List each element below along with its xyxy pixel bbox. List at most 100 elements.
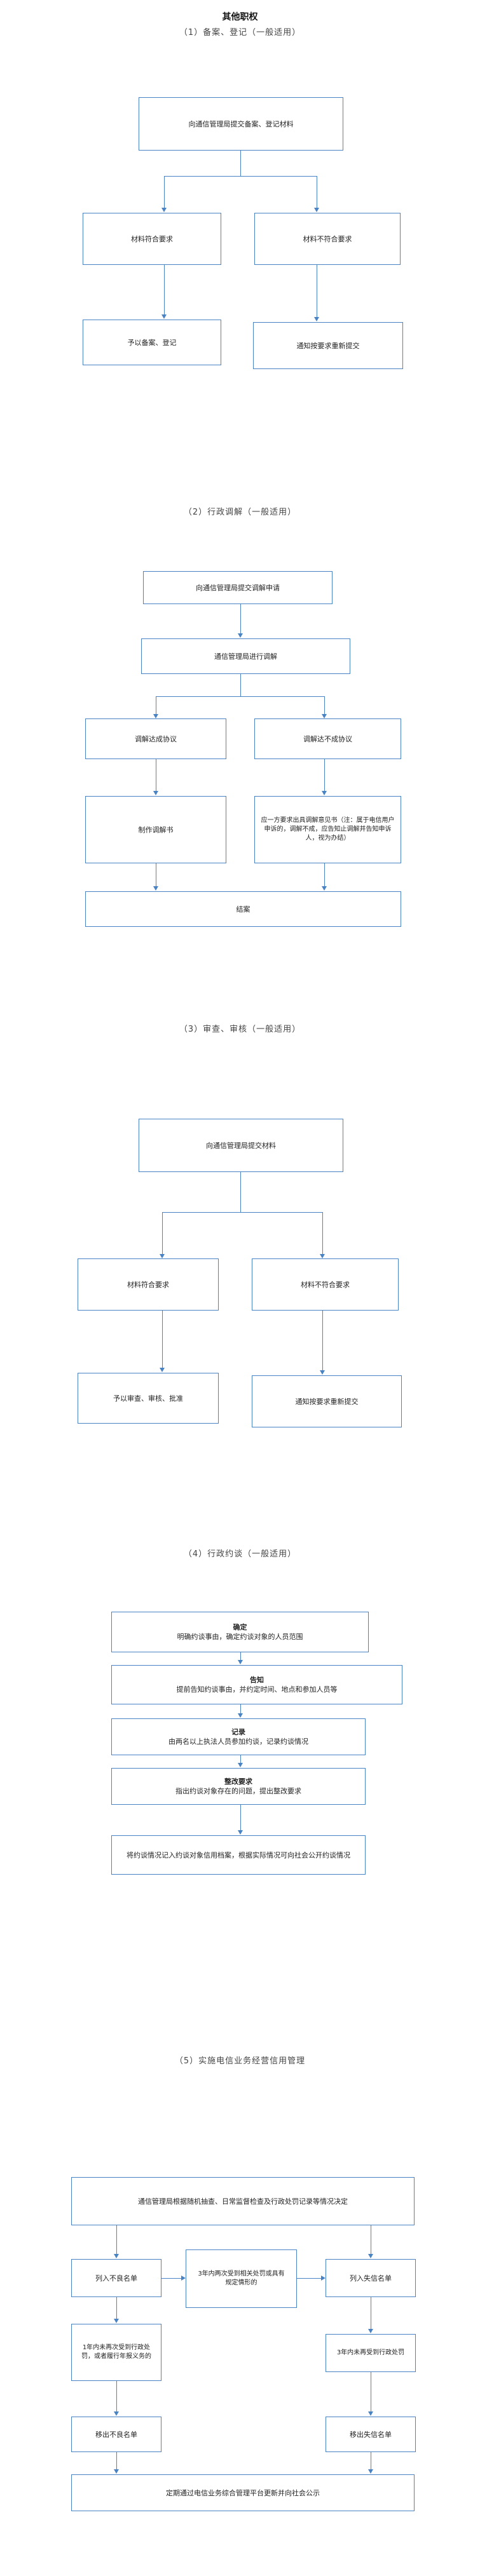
s2-apply-box: 向通信管理局提交调解申请 bbox=[143, 571, 333, 604]
s2-connector bbox=[324, 863, 325, 886]
s5-arrow bbox=[368, 2329, 373, 2333]
s5-connector bbox=[116, 2381, 117, 2411]
s2-connector bbox=[324, 759, 325, 791]
s1-submit-box: 向通信管理局提交备案、登记材料 bbox=[139, 97, 343, 151]
s3-resubmit-box: 通知按要求重新提交 bbox=[252, 1375, 402, 1427]
section-4-heading: （4）行政约谈（一般适用） bbox=[183, 1549, 297, 1559]
s3-submit-box: 向通信管理局提交材料 bbox=[139, 1119, 343, 1172]
s5-dishonest-list-box: 列入失信名单 bbox=[326, 2259, 416, 2297]
s2-mediate-box: 通信管理局进行调解 bbox=[141, 638, 350, 674]
s5-arrow bbox=[181, 2276, 186, 2281]
s1-arrow bbox=[314, 208, 319, 212]
section-1-heading: （1）备案、登记（一般适用） bbox=[179, 28, 301, 37]
s4-step-rectify: 整改要求 指出约谈对象存在的问题，提出整改要求 bbox=[111, 1768, 366, 1805]
s5-connector bbox=[297, 2278, 321, 2279]
s5-connector bbox=[116, 2452, 117, 2469]
s4-step-title: 整改要求 bbox=[224, 1777, 252, 1786]
s4-step-publish: 将约谈情况记入约谈对象信用档案，根据实际情况可向社会公开约谈情况 bbox=[111, 1835, 366, 1875]
s1-grant-box: 予以备案、登记 bbox=[83, 320, 221, 365]
section-2-heading: （2）行政调解（一般适用） bbox=[183, 508, 297, 517]
section-3-heading: （3）审查、审核（一般适用） bbox=[179, 1025, 301, 1034]
s3-connector bbox=[162, 1212, 322, 1213]
s2-arrow bbox=[153, 791, 158, 795]
s5-arrow bbox=[114, 2319, 119, 2323]
s4-arrow bbox=[238, 1830, 243, 1835]
s3-arrow bbox=[320, 1254, 325, 1258]
page-title: 其他职权 bbox=[222, 12, 258, 22]
s3-connector bbox=[240, 1172, 241, 1212]
s4-arrow bbox=[238, 1763, 243, 1767]
s5-arrow bbox=[368, 2411, 373, 2416]
s3-connector bbox=[322, 1311, 323, 1370]
s5-remove-bad-box: 移出不良名单 bbox=[71, 2417, 161, 2452]
s5-publish-box: 定期通过电信业务综合管理平台更新并向社会公示 bbox=[71, 2474, 415, 2511]
s1-connector bbox=[164, 176, 165, 208]
s1-arrow bbox=[161, 208, 167, 212]
s3-arrow bbox=[160, 1368, 165, 1372]
s2-disagree-box: 调解达不成协议 bbox=[254, 718, 401, 759]
s4-step-title: 告知 bbox=[250, 1676, 264, 1684]
s1-ok-box: 材料符合要求 bbox=[83, 213, 221, 265]
s1-arrow bbox=[161, 314, 167, 319]
s5-arrow bbox=[321, 2276, 326, 2281]
s4-step-determine: 确定 明确约谈事由，确定约谈对象的人员范围 bbox=[111, 1612, 369, 1652]
s5-remove-dishonest-box: 移出失信名单 bbox=[326, 2417, 416, 2452]
s3-arrow bbox=[160, 1254, 165, 1258]
s3-notok-box: 材料不符合要求 bbox=[252, 1258, 399, 1311]
s3-connector bbox=[322, 1212, 323, 1254]
s5-arrow bbox=[114, 2254, 119, 2258]
s3-connector bbox=[162, 1212, 163, 1254]
s5-bad-condition-box: 1年内未再次受到行政处罚，或者履行年报义务的 bbox=[71, 2324, 161, 2381]
s2-agree-box: 调解达成协议 bbox=[85, 718, 226, 759]
s2-arrow bbox=[153, 714, 158, 718]
s3-ok-box: 材料符合要求 bbox=[78, 1258, 219, 1311]
s2-connector bbox=[156, 696, 324, 697]
s1-notok-box: 材料不符合要求 bbox=[254, 213, 401, 265]
s3-arrow bbox=[320, 1370, 325, 1375]
s5-arrow bbox=[368, 2469, 373, 2474]
s2-arrow bbox=[322, 886, 327, 891]
s4-connector bbox=[240, 1652, 241, 1660]
s5-decide-box: 通信管理局根据随机抽查、日常监督检查及行政处罚记录等情况决定 bbox=[71, 2177, 415, 2225]
s2-opinion-box: 应一方要求出具调解意见书（注：属于电信用户申诉的，调解不成，应告知止调解并告知申… bbox=[254, 796, 401, 863]
s4-connector bbox=[240, 1755, 241, 1763]
s5-connector bbox=[161, 2278, 181, 2279]
s1-arrow bbox=[314, 317, 319, 321]
s5-arrow bbox=[114, 2469, 119, 2474]
s5-arrow bbox=[368, 2254, 373, 2258]
s1-connector bbox=[164, 176, 317, 177]
s1-connector bbox=[240, 151, 241, 176]
s5-connector bbox=[116, 2225, 117, 2254]
s5-bad-list-box: 列入不良名单 bbox=[71, 2259, 161, 2297]
s2-document-box: 制作调解书 bbox=[85, 796, 226, 863]
s3-connector bbox=[162, 1311, 163, 1368]
s4-arrow bbox=[238, 1660, 243, 1664]
s2-close-box: 结案 bbox=[85, 891, 401, 927]
s4-step-title: 确定 bbox=[233, 1623, 247, 1631]
s4-step-text: 由两名以上执法人员参加约谈，记录约谈情况 bbox=[168, 1737, 308, 1746]
s4-step-notify: 告知 提前告知约谈事由，并约定时间、地点和参加人员等 bbox=[111, 1665, 402, 1704]
s2-arrow bbox=[322, 714, 327, 718]
s4-step-text: 指出约谈对象存在的问题，提出整改要求 bbox=[175, 1787, 301, 1795]
s5-middle-box: 3年内两次受到相关处罚或具有规定情形的 bbox=[186, 2249, 297, 2308]
s2-connector bbox=[240, 674, 241, 696]
s4-connector bbox=[240, 1805, 241, 1830]
s5-dishonest-condition-box: 3年内未再受到行政处罚 bbox=[326, 2334, 416, 2372]
s2-connector bbox=[240, 604, 241, 633]
s4-step-record: 记录 由两名以上执法人员参加约谈，记录约谈情况 bbox=[111, 1718, 366, 1755]
s4-arrow bbox=[238, 1713, 243, 1718]
s1-connector bbox=[164, 265, 165, 314]
s3-approve-box: 予以审查、审核、批准 bbox=[78, 1373, 219, 1424]
s2-arrow bbox=[238, 633, 243, 638]
s4-step-text: 明确约谈事由，确定约谈对象的人员范围 bbox=[177, 1633, 303, 1641]
s4-step-text: 提前告知约谈事由，并约定时间、地点和参加人员等 bbox=[176, 1685, 338, 1694]
s4-step-title: 记录 bbox=[231, 1728, 245, 1736]
s5-arrow bbox=[114, 2411, 119, 2416]
s4-connector bbox=[240, 1704, 241, 1713]
s2-connector bbox=[324, 696, 325, 714]
s2-arrow bbox=[153, 886, 158, 891]
s1-resubmit-box: 通知按要求重新提交 bbox=[253, 322, 403, 369]
section-5-heading: （5）实施电信业务经营信用管理 bbox=[174, 2056, 306, 2066]
s5-connector bbox=[116, 2297, 117, 2319]
